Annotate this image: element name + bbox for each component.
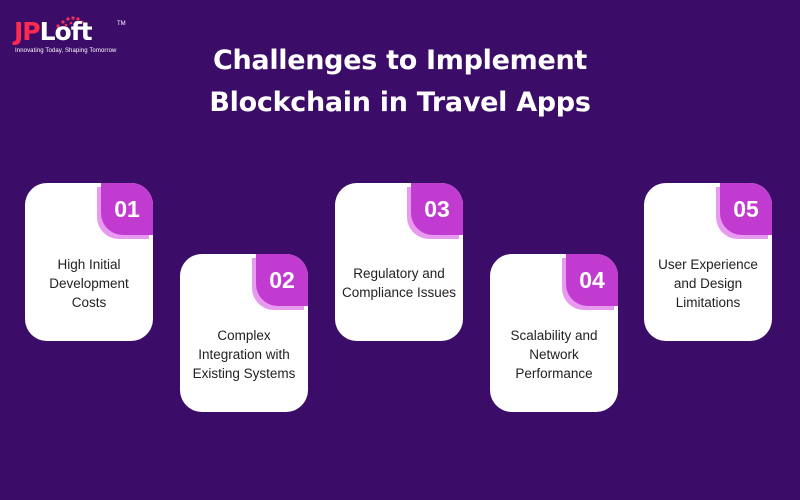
page-title-line-2: Blockchain in Travel Apps bbox=[209, 87, 591, 118]
challenge-number-badge: 04 bbox=[566, 254, 618, 306]
logo-tagline: Innovating Today, Shaping Tomorrow bbox=[15, 48, 117, 54]
challenge-number-badge: 05 bbox=[720, 183, 772, 235]
challenge-card-4: 04 Scalability and Network Performance bbox=[490, 254, 618, 412]
challenge-text: High Initial Development Costs bbox=[49, 256, 129, 310]
challenge-text: User Experience and Design Limitations bbox=[658, 256, 758, 310]
challenge-card-2: 02 Complex Integration with Existing Sys… bbox=[180, 254, 308, 412]
logo-dots-icon bbox=[56, 16, 84, 28]
challenge-text: Scalability and Network Performance bbox=[510, 327, 598, 381]
logo-trademark: TM bbox=[117, 21, 126, 27]
challenge-card-1: 01 High Initial Development Costs bbox=[25, 183, 153, 341]
challenge-number-badge: 01 bbox=[101, 183, 153, 235]
challenge-card-3: 03 Regulatory and Compliance Issues bbox=[335, 183, 463, 341]
logo-wordmark: JPLoft bbox=[14, 17, 93, 46]
challenge-number-badge: 02 bbox=[256, 254, 308, 306]
page-title: Challenges to Implement Blockchain in Tr… bbox=[0, 40, 800, 124]
logo-loft: Loft bbox=[39, 17, 93, 46]
jploft-logo: JPLoft TM Innovating Today, Shaping Tomo… bbox=[14, 16, 134, 62]
challenge-text: Regulatory and Compliance Issues bbox=[341, 266, 457, 300]
challenge-card-5: 05 User Experience and Design Limitation… bbox=[644, 183, 772, 341]
page-title-line-1: Challenges to Implement bbox=[212, 45, 587, 76]
logo-jp: JP bbox=[14, 17, 41, 46]
challenge-text: Complex Integration with Existing System… bbox=[192, 327, 296, 381]
challenge-number-badge: 03 bbox=[411, 183, 463, 235]
